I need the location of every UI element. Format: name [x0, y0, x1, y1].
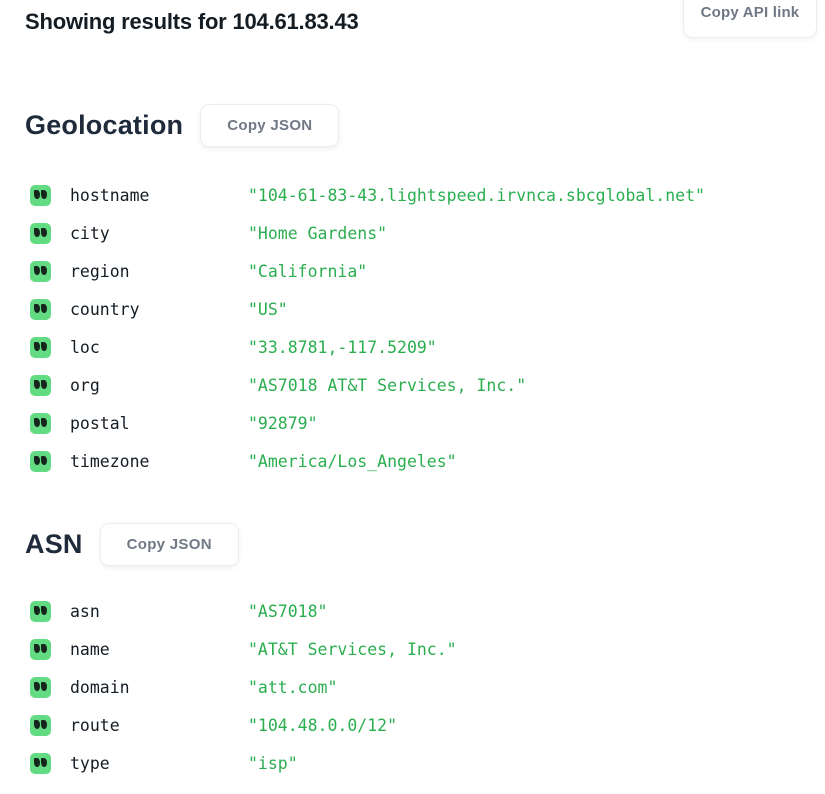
table-row-hostname: hostname "104-61-83-43.lightspeed.irvnca… — [30, 184, 705, 206]
quote-icon — [30, 600, 51, 622]
field-value: "att.com" — [248, 677, 338, 697]
table-row-type: type "isp" — [30, 752, 457, 774]
field-value: "104.48.0.0/12" — [248, 715, 398, 735]
field-key: country — [70, 299, 140, 319]
field-key: timezone — [70, 451, 150, 471]
quote-icon — [30, 450, 51, 472]
quote-icon — [30, 412, 51, 434]
copy-api-link-button[interactable]: Copy API link — [683, 0, 817, 38]
table-row-route: route "104.48.0.0/12" — [30, 714, 457, 736]
quote-icon — [30, 714, 51, 736]
field-key: city — [70, 223, 110, 243]
field-value: "104-61-83-43.lightspeed.irvnca.sbcgloba… — [248, 185, 705, 205]
field-key: org — [70, 375, 100, 395]
table-row-city: city "Home Gardens" — [30, 222, 705, 244]
copy-json-button-geolocation[interactable]: Copy JSON — [200, 104, 340, 147]
table-row-name: name "AT&T Services, Inc." — [30, 638, 457, 660]
field-value: "California" — [248, 261, 368, 281]
field-key: asn — [70, 601, 100, 621]
field-key: route — [70, 715, 120, 735]
field-value: "AS7018 AT&T Services, Inc." — [248, 375, 527, 395]
field-key: type — [70, 753, 110, 773]
field-value: "33.8781,-117.5209" — [248, 337, 437, 357]
table-row-loc: loc "33.8781,-117.5209" — [30, 336, 705, 358]
field-key: region — [70, 261, 130, 281]
quote-icon — [30, 638, 51, 660]
field-key: name — [70, 639, 110, 659]
field-value: "92879" — [248, 413, 318, 433]
field-key: domain — [70, 677, 130, 697]
table-row-timezone: timezone "America/Los_Angeles" — [30, 450, 705, 472]
quote-icon — [30, 260, 51, 282]
field-value: "AS7018" — [248, 601, 328, 621]
table-row-org: org "AS7018 AT&T Services, Inc." — [30, 374, 705, 396]
geolocation-rows: hostname "104-61-83-43.lightspeed.irvnca… — [30, 184, 705, 488]
section-title-asn: ASN — [25, 529, 83, 559]
field-value: "AT&T Services, Inc." — [248, 639, 457, 659]
quote-icon — [30, 298, 51, 320]
table-row-asn: asn "AS7018" — [30, 600, 457, 622]
quote-icon — [30, 374, 51, 396]
field-value: "isp" — [248, 753, 298, 773]
table-row-postal: postal "92879" — [30, 412, 705, 434]
table-row-region: region "California" — [30, 260, 705, 282]
table-row-country: country "US" — [30, 298, 705, 320]
copy-json-button-asn[interactable]: Copy JSON — [99, 523, 239, 566]
quote-icon — [30, 752, 51, 774]
field-key: loc — [70, 337, 100, 357]
quote-icon — [30, 184, 51, 206]
table-row-domain: domain "att.com" — [30, 676, 457, 698]
quote-icon — [30, 676, 51, 698]
quote-icon — [30, 222, 51, 244]
asn-rows: asn "AS7018" name "AT&T Services, Inc." … — [30, 600, 457, 790]
field-key: hostname — [70, 185, 150, 205]
section-title-geolocation: Geolocation — [25, 110, 184, 140]
field-value: "US" — [248, 299, 288, 319]
quote-icon — [30, 336, 51, 358]
field-value: "America/Los_Angeles" — [248, 451, 457, 471]
geolocation-section-header: Geolocation Copy JSON — [25, 104, 340, 147]
field-value: "Home Gardens" — [248, 223, 388, 243]
page-title: Showing results for 104.61.83.43 — [25, 9, 359, 34]
field-key: postal — [70, 413, 130, 433]
asn-section-header: ASN Copy JSON — [25, 523, 239, 566]
